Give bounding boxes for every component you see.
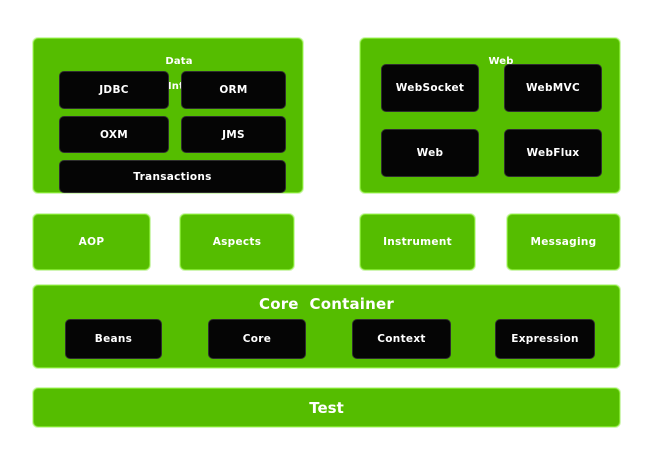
module-webmvc[interactable]: WebMVC — [504, 64, 602, 112]
module-jms[interactable]: JMS — [181, 116, 286, 153]
module-transactions[interactable]: Transactions — [59, 160, 286, 193]
module-aspects[interactable]: Aspects — [180, 214, 294, 270]
module-context[interactable]: Context — [352, 319, 451, 359]
module-oxm[interactable]: OXM — [59, 116, 169, 153]
module-web[interactable]: Web — [381, 129, 479, 177]
module-aop[interactable]: AOP — [33, 214, 150, 270]
module-beans[interactable]: Beans — [65, 319, 162, 359]
module-core[interactable]: Core — [208, 319, 306, 359]
module-webflux[interactable]: WebFlux — [504, 129, 602, 177]
panel-core-container: Core Container Beans Core Context Expres… — [33, 285, 620, 368]
panel-title-core-container: Core Container — [258, 295, 394, 313]
panel-title-test: Test — [309, 399, 344, 417]
panel-web: Web WebSocket WebMVC Web WebFlux — [360, 38, 620, 193]
panel-test[interactable]: Test — [33, 388, 620, 427]
panel-title-line1: Data — [165, 56, 193, 68]
module-jdbc[interactable]: JDBC — [59, 71, 169, 109]
module-expression[interactable]: Expression — [495, 319, 595, 359]
module-websocket[interactable]: WebSocket — [381, 64, 479, 112]
module-orm[interactable]: ORM — [181, 71, 286, 109]
module-instrument[interactable]: Instrument — [360, 214, 475, 270]
module-messaging[interactable]: Messaging — [507, 214, 620, 270]
panel-data-access-integration: Data Access/Integration JDBC ORM OXM JMS… — [33, 38, 303, 193]
